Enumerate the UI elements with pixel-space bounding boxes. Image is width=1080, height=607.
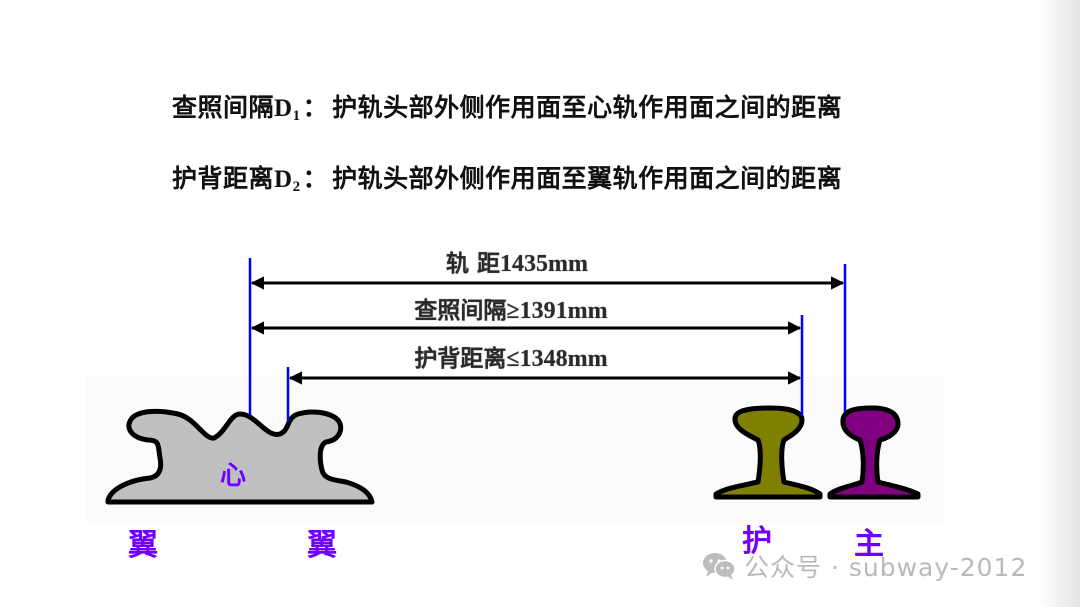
definition-subscript: 1 (292, 108, 301, 124)
dimension-value: 1435mm (500, 251, 588, 277)
main-rail-label: 主 (854, 527, 884, 562)
definition-term: 查照间隔 (172, 93, 275, 122)
definition-term: 护背距离 (172, 164, 275, 193)
dimension-value: ≥1391mm (506, 298, 608, 324)
watermark: 公众号 · subway-2012 (702, 548, 1027, 584)
guard-rail-label: 护 (742, 524, 772, 559)
definition-d1: 查照间隔D1：护轨头部外侧作用面至心轨作用面之间的距离 (172, 88, 842, 125)
definition-symbol: D (274, 95, 293, 122)
definition-description: 护轨头部外侧作用面至翼轨作用面之间的距离 (332, 164, 843, 193)
wing-rail-left-label: 翼 (128, 528, 158, 563)
definition-colon: ： (302, 93, 329, 122)
wechat-icon (703, 553, 736, 580)
dimension-label-text: 护背距离 (414, 346, 507, 372)
dimension-label-text: 轨 距 (446, 251, 501, 277)
guard-rail-shape (713, 405, 823, 500)
dimension-label-check-gauge: 查照间隔≥1391mm (414, 291, 607, 325)
dimension-value: ≤1348mm (506, 346, 608, 372)
dimension-label-track-gauge: 轨 距1435mm (446, 244, 588, 278)
frog-rail-shape (105, 408, 375, 505)
watermark-text: 公众号 · subway-2012 (744, 553, 1028, 582)
definition-subscript: 2 (292, 179, 301, 195)
main-rail-shape (827, 405, 921, 500)
wing-rail-right-label: 翼 (307, 528, 337, 563)
frog-center-label: 心 (219, 461, 247, 491)
definition-symbol: D (274, 166, 293, 193)
definition-colon: ： (302, 164, 329, 193)
definition-d2: 护背距离D2：护轨头部外侧作用面至翼轨作用面之间的距离 (172, 159, 842, 196)
dimension-label-back-to-back: 护背距离≤1348mm (414, 339, 607, 373)
dimension-label-text: 查照间隔 (414, 298, 507, 324)
definition-description: 护轨头部外侧作用面至心轨作用面之间的距离 (332, 93, 843, 122)
